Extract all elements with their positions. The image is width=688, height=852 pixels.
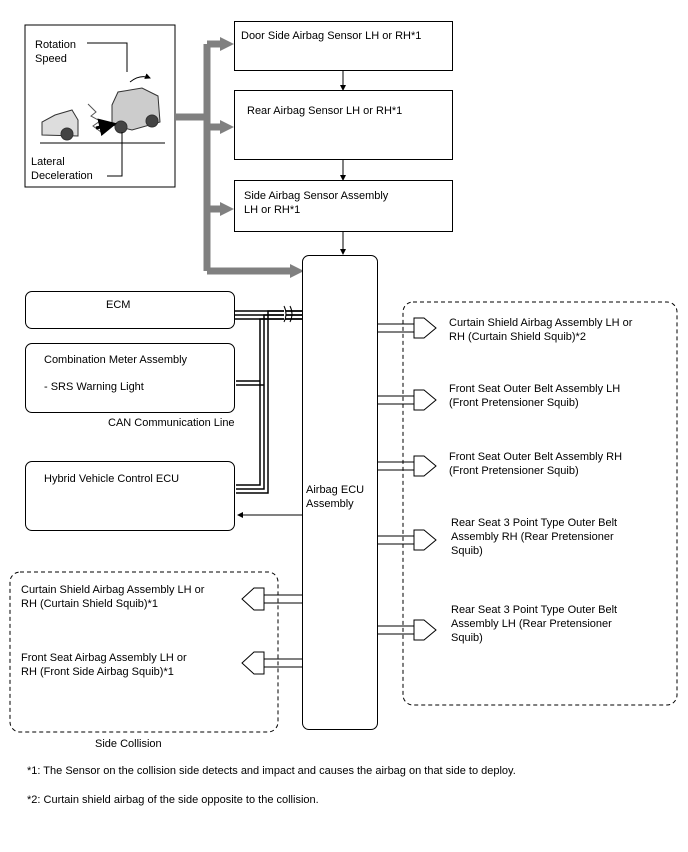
gray-bus [175,40,292,275]
note-2: *2: Curtain shield airbag of the side op… [27,794,319,806]
left-squib-label-1: Curtain Shield Airbag Assembly LH or RH … [21,584,205,610]
side-airbag-sensor-box: Side Airbag Sensor Assembly LH or RH*1 [234,180,453,232]
right-squib-wires [378,317,437,641]
lateral-deceleration-label: Lateral Deceleration [31,156,93,182]
airbag-ecu-box: Airbag ECU Assembly [302,255,378,730]
right-squib-label-4: Rear Seat 3 Point Type Outer Belt Assemb… [451,517,618,557]
left-squib-wires [241,587,302,675]
left-squib-label-2: Front Seat Airbag Assembly LH or RH (Fro… [21,652,187,678]
note-1: *1: The Sensor on the collision side det… [27,765,516,777]
right-squib-label-5: Rear Seat 3 Point Type Outer Belt Assemb… [451,604,618,644]
ecm-label: ECM [106,299,131,311]
door-side-airbag-sensor-box: Door Side Airbag Sensor LH or RH*1 [234,21,453,71]
rear-airbag-sensor-label: Rear Airbag Sensor LH or RH*1 [247,105,403,117]
can-bus [235,310,302,494]
combination-meter-label: Combination Meter Assembly [44,354,188,366]
ecm-box: ECM [25,291,235,329]
hybrid-vehicle-control-ecu-box: Hybrid Vehicle Control ECU [25,461,235,531]
right-squib-label-2: Front Seat Outer Belt Assembly LH (Front… [449,383,621,409]
hybrid-vehicle-control-ecu-label: Hybrid Vehicle Control ECU [44,473,180,485]
airbag-ecu-label: Airbag ECU Assembly [306,484,365,510]
car-crash-illustration [40,73,165,144]
right-squib-label-3: Front Seat Outer Belt Assembly RH (Front… [449,451,623,477]
rear-airbag-sensor-box: Rear Airbag Sensor LH or RH*1 [234,90,453,160]
right-squib-label-1: Curtain Shield Airbag Assembly LH or RH … [449,317,633,343]
rotation-speed-label: Rotation Speed [35,39,76,65]
can-communication-line-label: CAN Communication Line [108,417,235,429]
side-collision-label: Side Collision [95,738,162,750]
srs-warning-light-label: - SRS Warning Light [44,381,144,393]
combination-meter-box: Combination Meter Assembly - SRS Warning… [25,343,235,413]
side-airbag-sensor-label: Side Airbag Sensor Assembly LH or RH*1 [244,190,389,216]
door-side-airbag-sensor-label: Door Side Airbag Sensor LH or RH*1 [241,30,422,42]
